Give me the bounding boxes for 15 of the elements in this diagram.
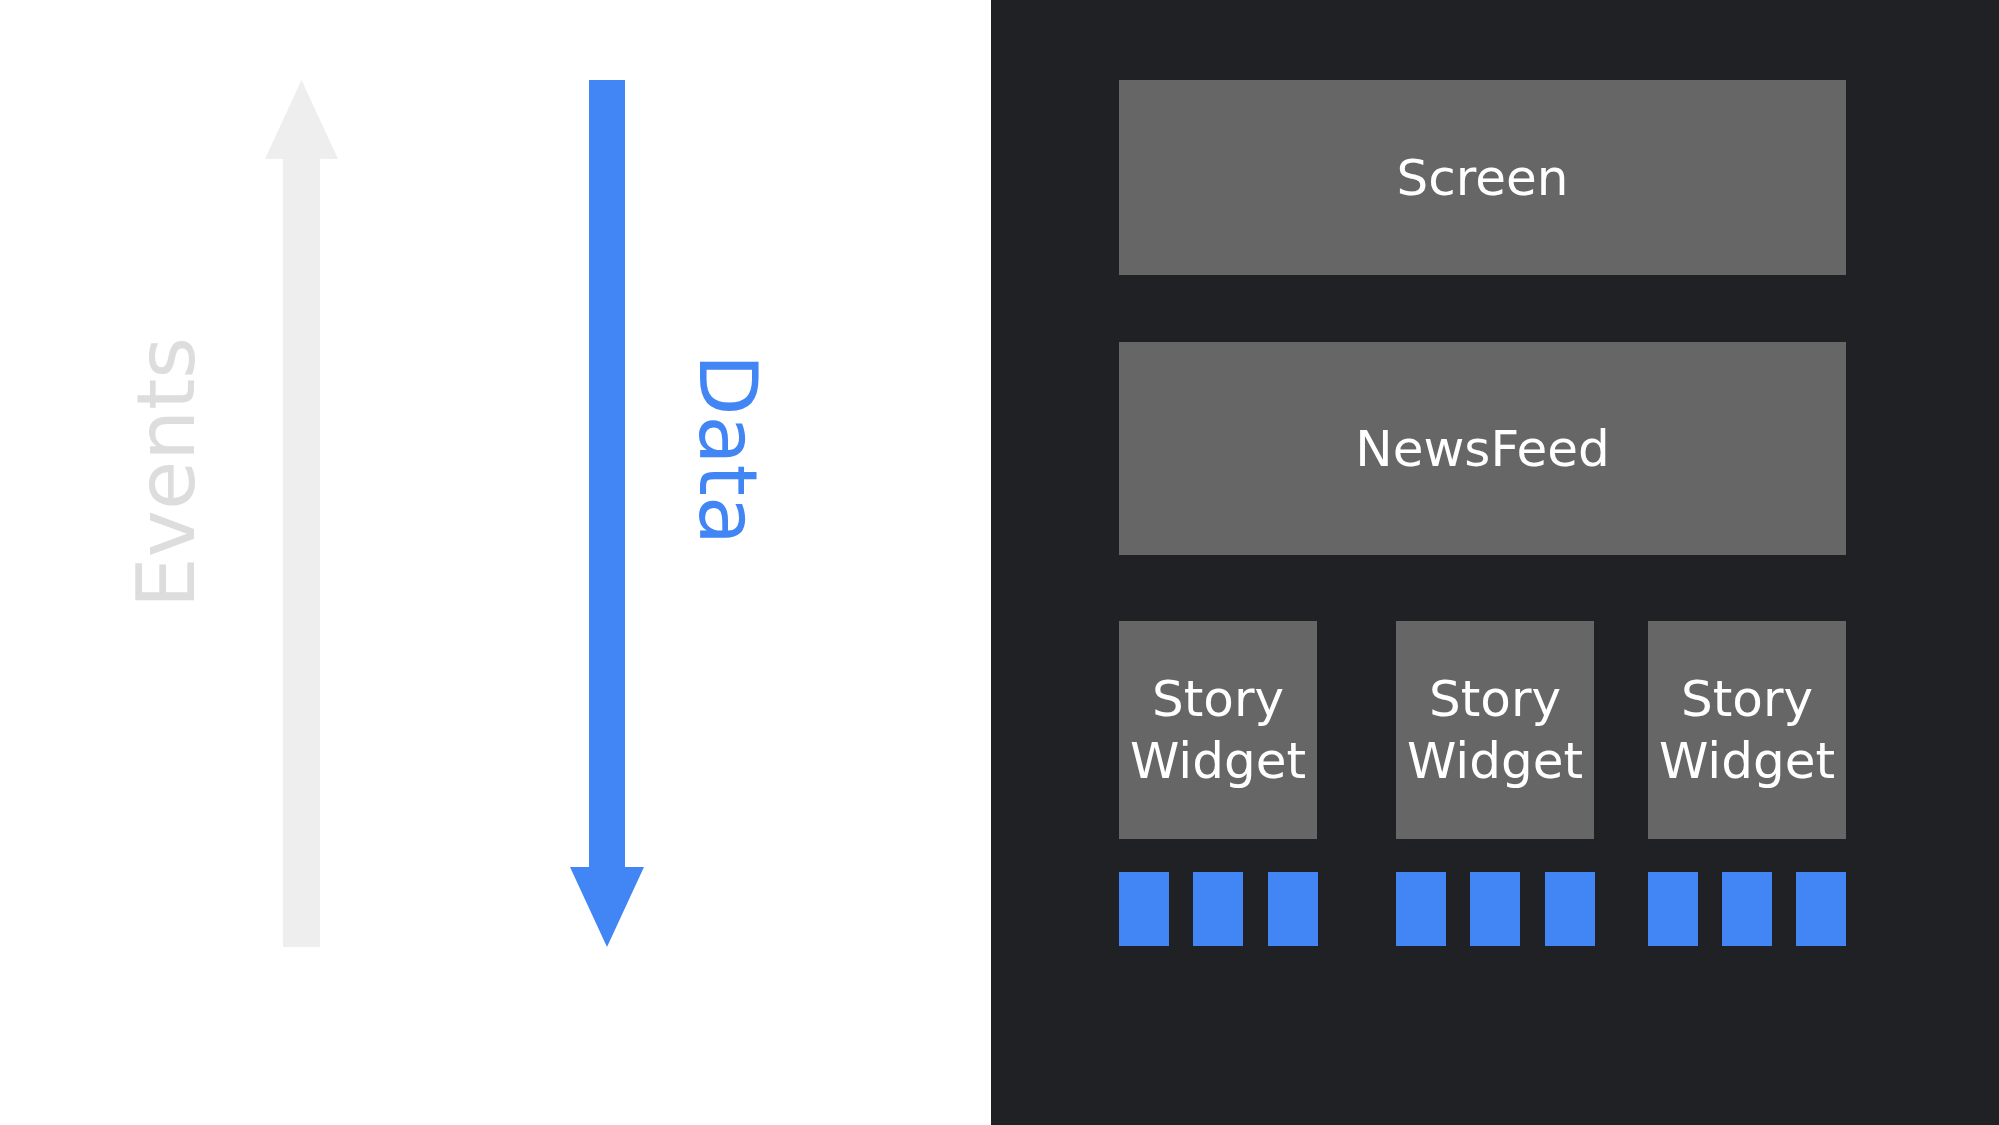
block-marker	[1396, 872, 1446, 946]
component-box: Story Widget	[1119, 621, 1317, 839]
block-marker	[1545, 872, 1595, 946]
component-box: NewsFeed	[1119, 342, 1846, 555]
block-marker	[1796, 872, 1846, 946]
direction-label: Data	[680, 353, 774, 545]
block-marker	[1470, 872, 1520, 946]
block-marker	[1119, 872, 1169, 946]
component-box: Screen	[1119, 80, 1846, 275]
block-marker	[1648, 872, 1698, 946]
component-box: Story Widget	[1396, 621, 1594, 839]
block-marker	[1193, 872, 1243, 946]
block-marker	[1268, 872, 1318, 946]
component-box: Story Widget	[1648, 621, 1846, 839]
block-marker	[1722, 872, 1772, 946]
